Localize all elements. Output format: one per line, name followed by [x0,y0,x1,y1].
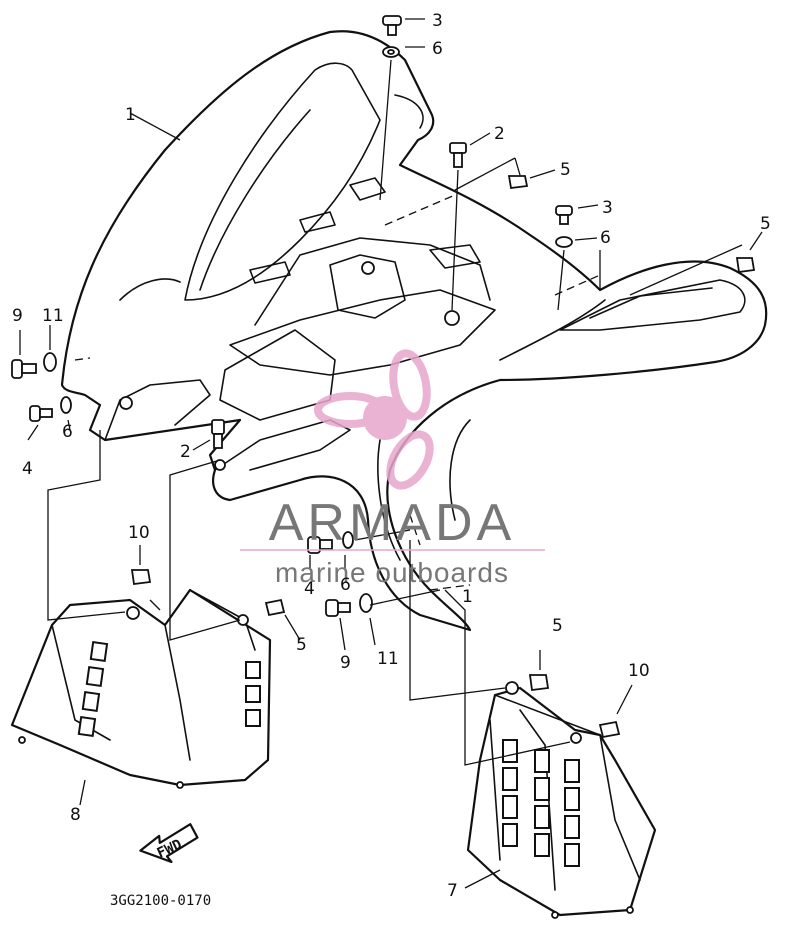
leader-lines [19,18,763,889]
callout-1: 1 [462,587,473,607]
callout-11: 11 [377,649,399,669]
part-code: 3GG2100-0170 [110,893,211,909]
callout-labels: 1 3 6 2 5 3 6 5 9 11 4 6 2 10 5 4 6 9 11… [12,11,771,901]
callout-3: 3 [432,11,443,31]
watermark-tagline: marine outboards [275,557,509,588]
callout-10: 10 [128,523,150,543]
callout-5: 5 [560,160,571,180]
callout-7: 7 [447,881,458,901]
callout-2: 2 [180,442,191,462]
callout-11: 11 [42,306,64,326]
brand-logo-icon [314,349,434,490]
callout-5: 5 [760,214,771,234]
callout-6: 6 [600,228,611,248]
callout-5: 5 [296,635,307,655]
callout-4: 4 [304,579,315,599]
watermark-brand: ARMADA [269,494,515,552]
callout-6: 6 [62,422,73,442]
left-flap-part [10,588,272,789]
callout-5: 5 [552,616,563,636]
rear-fender-part [60,30,768,632]
callout-2: 2 [494,124,505,144]
callout-10: 10 [628,661,650,681]
right-flap-part [466,681,657,919]
callout-8: 8 [70,805,81,825]
fasteners [11,15,756,739]
callout-6: 6 [432,39,443,59]
callout-3: 3 [602,198,613,218]
callout-1: 1 [125,105,136,125]
callout-9: 9 [340,653,351,673]
callout-4: 4 [22,459,33,479]
callout-9: 9 [12,306,23,326]
callout-6: 6 [340,575,351,595]
forward-direction-arrow: FWD [139,823,199,864]
